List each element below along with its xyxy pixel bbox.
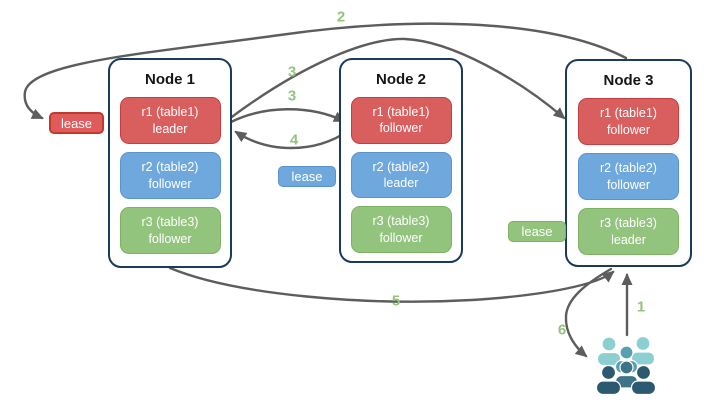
- replica-name: r2 (table2): [600, 161, 657, 176]
- replica-name: r3 (table3): [372, 214, 430, 229]
- replica-name: r1 (table1): [141, 105, 199, 120]
- node-2-title: Node 2: [375, 71, 426, 88]
- node-3-replica-r3: r3 (table3) leader: [578, 208, 679, 255]
- replica-role: follower: [606, 122, 651, 137]
- node-1-title: Node 1: [144, 71, 195, 88]
- replica-role: leader: [152, 121, 188, 136]
- replica-name: r1 (table1): [372, 105, 430, 120]
- step-label-5: 5: [391, 292, 401, 310]
- lease-badge-table3: lease: [508, 221, 566, 242]
- step-label-1: 1: [636, 298, 646, 316]
- step-label-4: 4: [289, 131, 299, 149]
- replica-role: leader: [611, 232, 646, 247]
- replica-role: follower: [148, 176, 192, 191]
- users-group-icon: [595, 335, 657, 395]
- node-1: Node 1 r1 (table1) leader r2 (table2) fo…: [108, 58, 232, 268]
- replica-name: r1 (table1): [600, 106, 657, 121]
- replica-name: r2 (table2): [372, 159, 430, 174]
- node-2-replica-r3: r3 (table3) follower: [350, 206, 452, 254]
- replica-name: r3 (table3): [600, 216, 657, 231]
- arrow-step-3-to-node2: [227, 108, 346, 125]
- node-2: Node 2 r1 (table1) follower r2 (table2) …: [339, 58, 463, 263]
- node-2-replica-r2: r2 (table2) leader: [350, 151, 452, 199]
- step-label-6: 6: [557, 321, 567, 339]
- lease-badge-table1: lease: [49, 112, 104, 134]
- node-3-replica-r1: r1 (table1) follower: [578, 98, 679, 145]
- step-label-3a: 3: [287, 63, 297, 81]
- replica-role: follower: [148, 231, 192, 246]
- lease-badge-table2: lease: [278, 166, 336, 187]
- replica-role: follower: [606, 177, 651, 192]
- node-1-replica-r2: r2 (table2) follower: [119, 152, 221, 199]
- replica-name: r2 (table2): [141, 160, 199, 175]
- replica-role: follower: [379, 230, 423, 245]
- node-1-replica-r3: r3 (table3) follower: [119, 207, 221, 254]
- node-3: Node 3 r1 (table1) follower r2 (table2) …: [565, 59, 692, 267]
- replica-role: leader: [383, 176, 419, 190]
- node-3-title: Node 3: [603, 72, 654, 89]
- node-3-replica-r2: r2 (table2) follower: [578, 153, 679, 200]
- node-1-replica-r1: r1 (table1) leader: [119, 97, 221, 144]
- replica-name: r3 (table3): [141, 215, 199, 230]
- replica-role: follower: [379, 121, 423, 136]
- node-2-replica-r1: r1 (table1) follower: [350, 97, 452, 144]
- step-label-3b: 3: [287, 87, 297, 105]
- step-label-2: 2: [336, 8, 346, 26]
